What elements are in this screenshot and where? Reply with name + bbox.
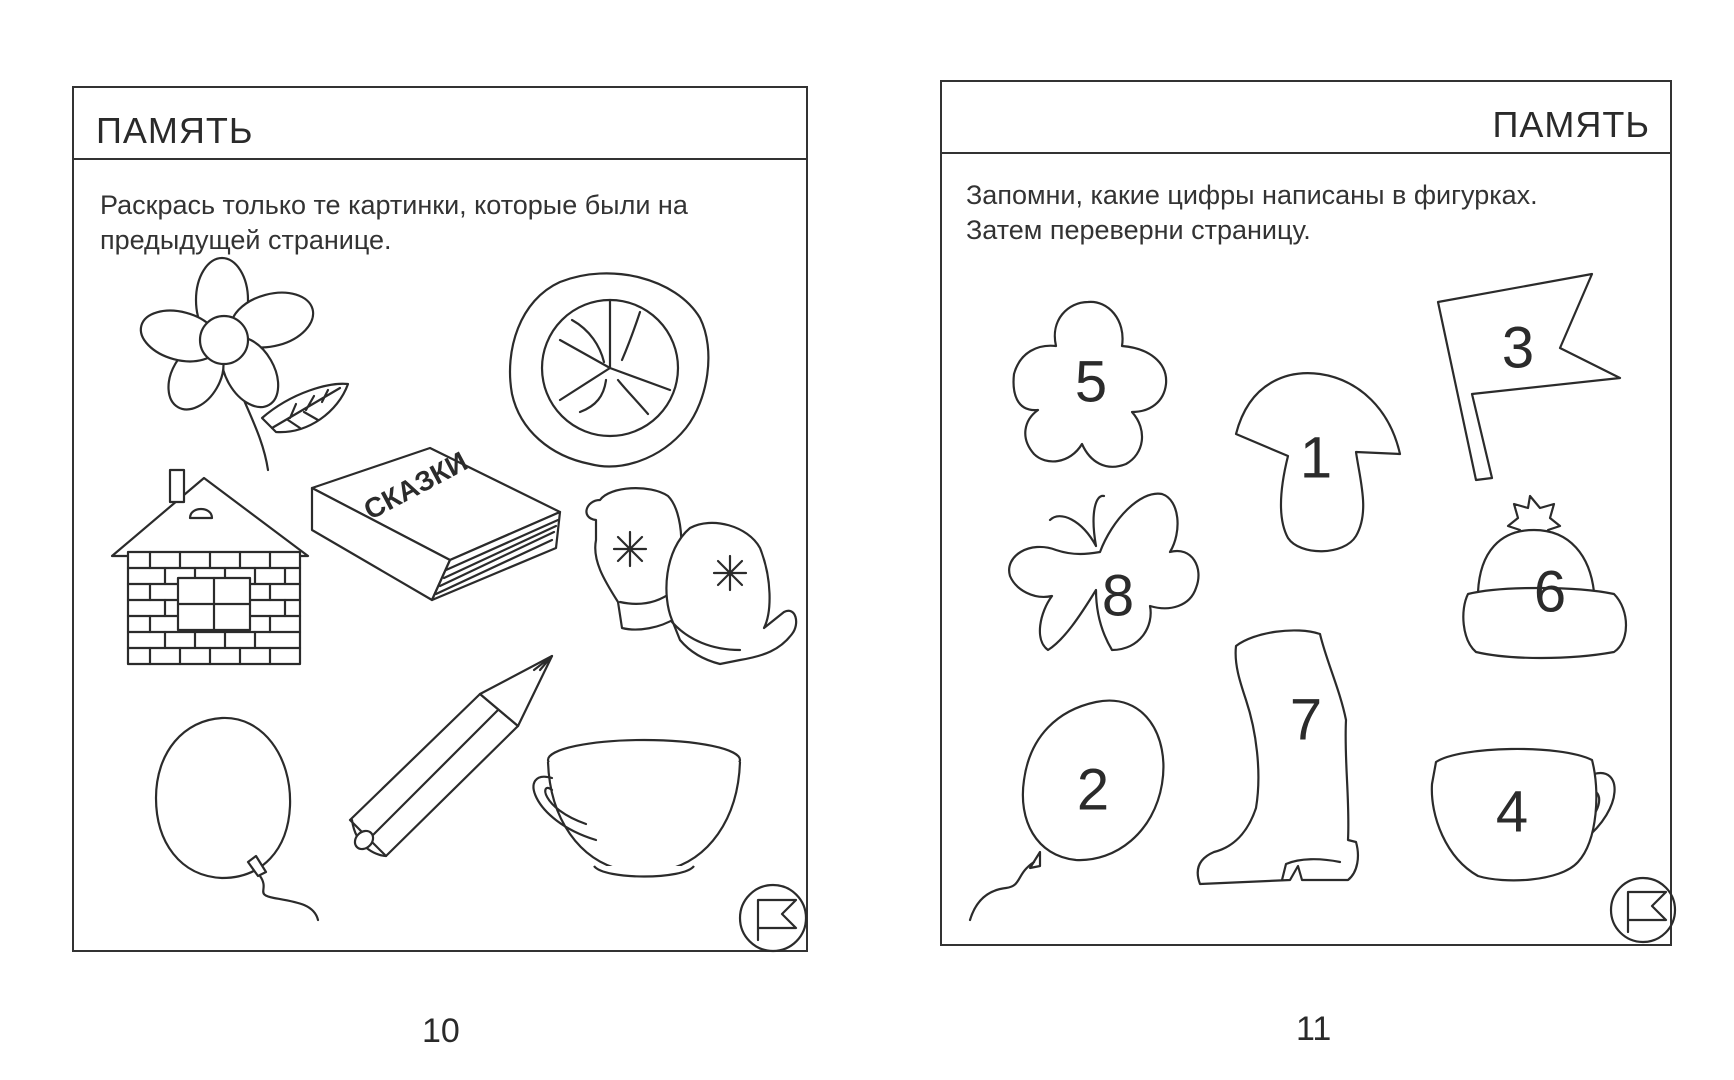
figure-digit: 4 [1496, 780, 1528, 845]
page-number-left: 10 [422, 1012, 460, 1050]
balloon-picture [154, 716, 320, 922]
butterfly-figure: 8 [1008, 492, 1200, 652]
figure-digit: 2 [1077, 758, 1109, 823]
figure-digit: 8 [1102, 564, 1134, 629]
cup-picture [532, 738, 742, 878]
flag-in-circle-icon [1609, 876, 1677, 944]
cabbage-picture [508, 272, 710, 468]
instruction-line-1: Запомни, какие цифры написаны в фигурках… [966, 180, 1538, 210]
figure-digit: 6 [1534, 560, 1566, 625]
page-number-right: 11 [1296, 1010, 1332, 1048]
figure-digit: 1 [1300, 426, 1332, 491]
balloon-figure: 2 [968, 699, 1165, 922]
flower-picture [139, 256, 350, 472]
flower-figure: 5 [1012, 300, 1168, 468]
flag-in-circle-icon [738, 883, 808, 953]
header-divider [74, 158, 806, 160]
instruction-text: Запомни, какие цифры написаны в фигурках… [966, 178, 1646, 248]
right-page: ПАМЯТЬ Запомни, какие цифры написаны в ф… [940, 80, 1672, 946]
pencil-picture [348, 654, 554, 858]
mittens-picture [585, 487, 798, 666]
page-title: ПАМЯТЬ [1492, 104, 1650, 145]
cup-figure: 4 [1430, 747, 1616, 882]
book-picture: СКАЗКИ [310, 446, 562, 602]
figure-digit: 5 [1075, 350, 1107, 415]
figure-digit: 7 [1290, 688, 1322, 753]
figure-digit: 3 [1502, 316, 1534, 381]
instruction-line-2: Затем переверни страницу. [966, 215, 1311, 245]
house-picture [110, 468, 310, 666]
page-title: ПАМЯТЬ [96, 110, 254, 151]
hat-figure: 6 [1462, 494, 1627, 660]
mushroom-figure: 1 [1234, 372, 1402, 553]
instruction-text: Раскрась только те картинки, которые был… [100, 190, 688, 255]
flag-figure: 3 [1436, 272, 1622, 482]
header-divider [942, 152, 1670, 154]
left-page: ПАМЯТЬ Раскрась только те картинки, кото… [72, 86, 808, 952]
boot-figure: 7 [1196, 629, 1359, 886]
